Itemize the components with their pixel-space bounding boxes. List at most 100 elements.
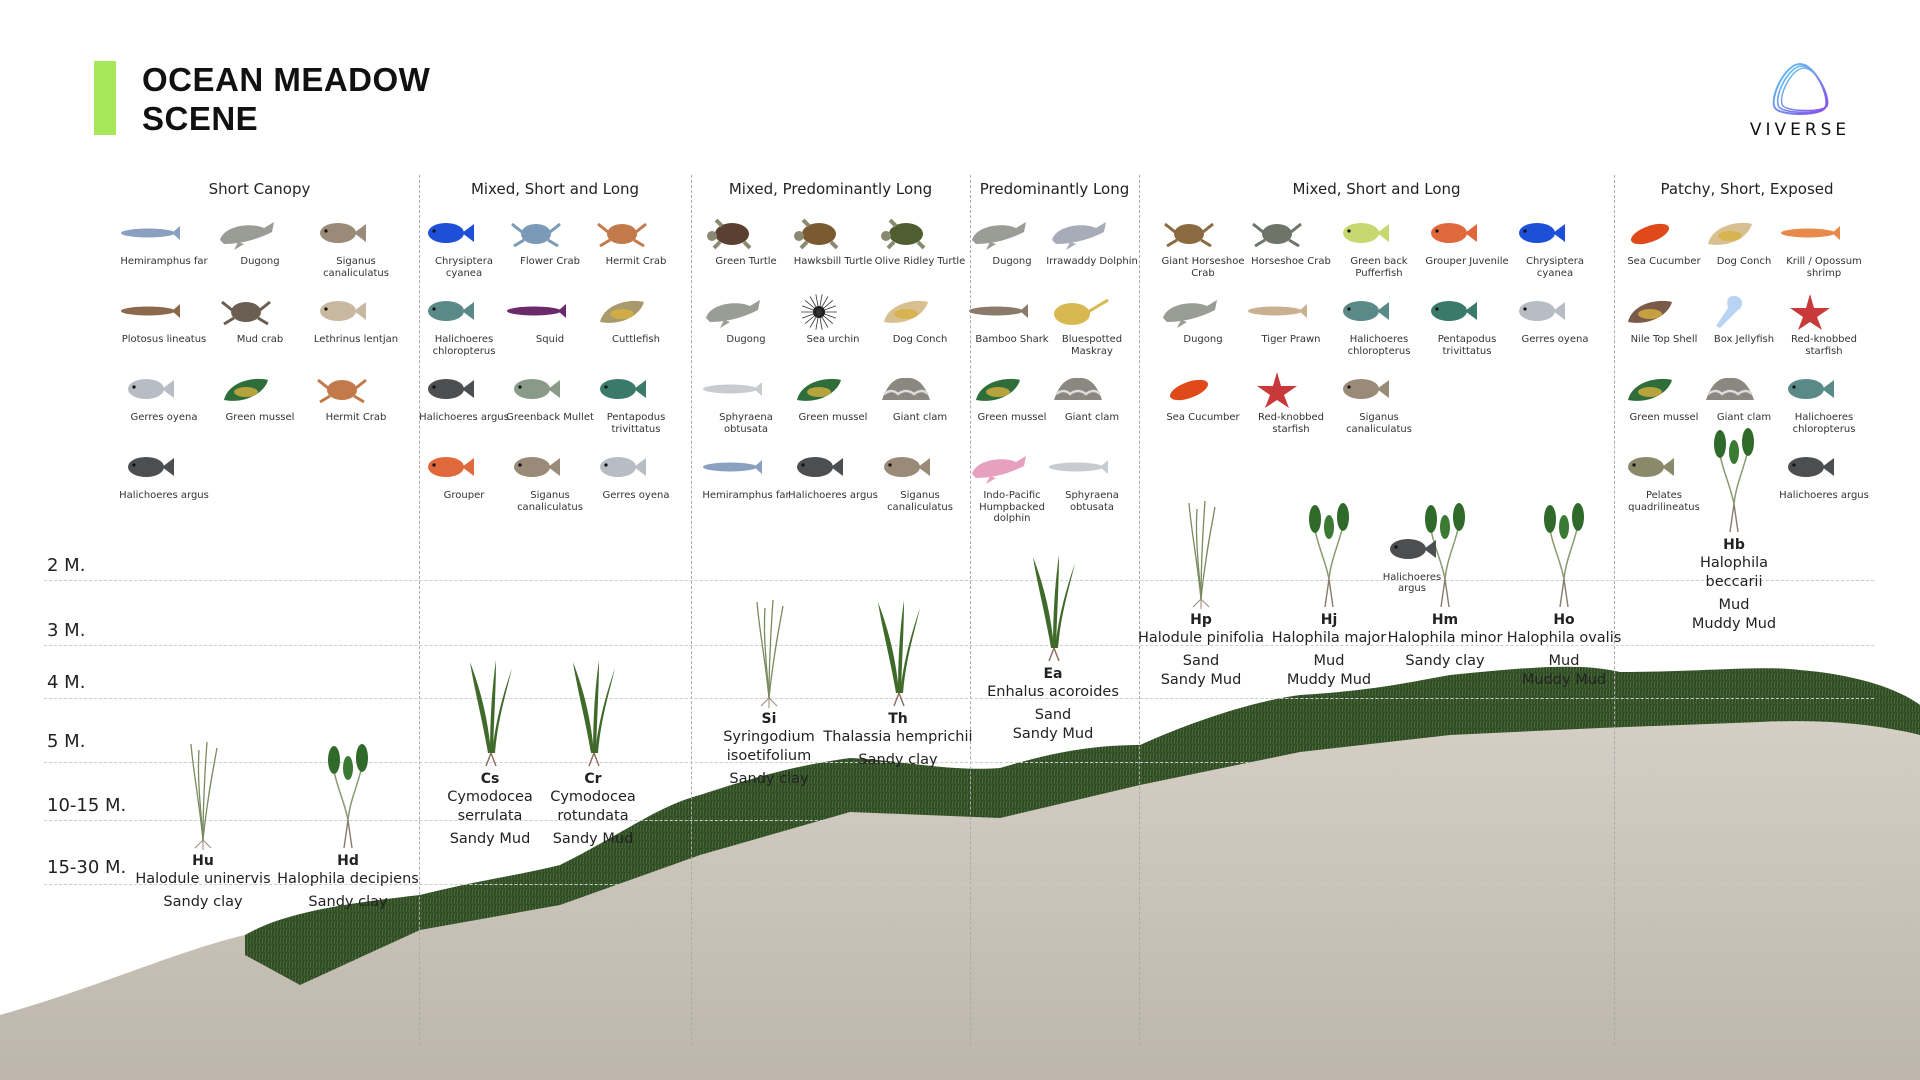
species-card: Horseshoe Crab [1245,214,1337,268]
species-name: Green mussel [225,412,295,423]
species-name: Green mussel [1629,412,1699,423]
depth-label: 3 M. [47,620,86,641]
species-name: Pentapodus trivittatus [1437,334,1497,357]
species-card: Green Turtle [700,214,792,268]
species-card: Halichoeres chloropterus [418,292,510,357]
section-title: Mixed, Short and Long [470,180,640,198]
species-name: Thalassia hemprichii [823,729,973,745]
fish-icon [418,292,510,330]
clam-icon [1046,370,1138,408]
fish-icon [310,214,402,252]
species-name: Sphyraena obtusata [1065,490,1119,513]
shell-icon [1698,214,1790,252]
fish-icon [1778,370,1870,408]
fish-icon [1778,448,1870,486]
species-name: Tiger Prawn [1261,334,1321,345]
species-name: Gerres oyena [602,490,670,501]
cucumber-icon [1618,214,1710,252]
species-card: Dog Conch [1698,214,1790,268]
species-card: Gerres oyena [118,370,210,424]
species-code: Th [888,711,908,727]
species-card: Halichoeres argus [418,370,510,424]
species-card: Squid [504,292,596,346]
title-accent-bar [94,61,116,135]
species-card: Chrysiptera cyanea [1509,214,1601,279]
species-name: Pentapodus trivittatus [606,412,666,435]
species-card: Halichoeres chloropterus [1778,370,1870,435]
species-name: Halodule uninervis [135,871,271,887]
long-icon [1046,448,1138,486]
species-name: Green mussel [798,412,868,423]
seagrass-illustration [1171,499,1231,609]
mammal-icon [966,448,1058,486]
ray-icon [1046,292,1138,330]
species-name: Irrawaddy Dolphin [1046,256,1138,267]
depth-line [44,645,1874,646]
substrate-type: Sandy clay [1405,653,1485,669]
species-name: Krill / Opossum shrimp [1786,256,1862,279]
species-name: Siganus canaliculatus [517,490,583,513]
species-card: Red-knobbed starfish [1245,370,1337,435]
species-card: Siganus canaliculatus [310,214,402,279]
species-card: Dog Conch [874,292,966,346]
species-card: Greenback Mullet [504,370,596,424]
species-name: Green Turtle [715,256,777,267]
column-divider [970,175,971,1045]
species-card: Red-knobbed starfish [1778,292,1870,357]
species-name: Enhalus acoroides [987,684,1119,700]
long-icon [118,214,210,252]
species-name: Dugong [992,256,1032,267]
species-name: Halophila major [1271,630,1387,646]
seagrass-illustration [173,740,233,850]
long-icon [700,448,792,486]
clam-icon [1698,370,1790,408]
species-name: Halophila decipiens [277,871,419,887]
species-card: Pentapodus trivittatus [1421,292,1513,357]
substrate-type: Sandy Mud [1012,726,1094,742]
substrate-type: Mud [1548,653,1580,669]
long-icon [1778,214,1870,252]
fish-icon [1333,370,1425,408]
substrate-type: Muddy Mud [1286,672,1372,688]
species-name: Sea urchin [806,334,860,345]
species-name: Flower Crab [520,256,580,267]
species-card: Giant Horseshoe Crab [1157,214,1249,279]
fish-icon [590,370,682,408]
species-name: Syringodium isoetifolium [723,729,815,764]
depth-line [44,698,1874,699]
species-code: Hj [1320,612,1338,628]
species-card: Lethrinus lentjan [310,292,402,346]
section-title: Mixed, Short and Long [1292,180,1461,198]
depth-label: 2 M. [47,555,86,576]
shell-icon [874,292,966,330]
long-icon [1245,292,1337,330]
seagrass-illustration [1704,424,1764,534]
long-icon [700,370,792,408]
species-name: Halodule pinifolia [1137,630,1264,646]
species-card: Mud crab [214,292,306,346]
species-card: Nile Top Shell [1618,292,1710,346]
species-card: Hawksbill Turtle [787,214,879,268]
species-card: Green mussel [1618,370,1710,424]
species-card: Krill / Opossum shrimp [1778,214,1870,279]
fish-icon [1421,292,1513,330]
species-name: Green mussel [977,412,1047,423]
species-card: Dugong [214,214,306,268]
species-name: Halichoeres chloropterus [432,334,496,357]
species-card: Hemiramphus far [700,448,792,502]
depth-line [44,580,1874,581]
species-name: Halichoeres argus [788,490,878,501]
species-card: Hemiramphus far [118,214,210,268]
species-card: Cuttlefish [590,292,682,346]
species-code: Hm [1431,612,1459,628]
seagrass-illustration [739,598,799,708]
species-name: Giant clam [1064,412,1120,423]
section-title: Patchy, Short, Exposed [1660,180,1834,198]
species-card: Irrawaddy Dolphin [1046,214,1138,268]
